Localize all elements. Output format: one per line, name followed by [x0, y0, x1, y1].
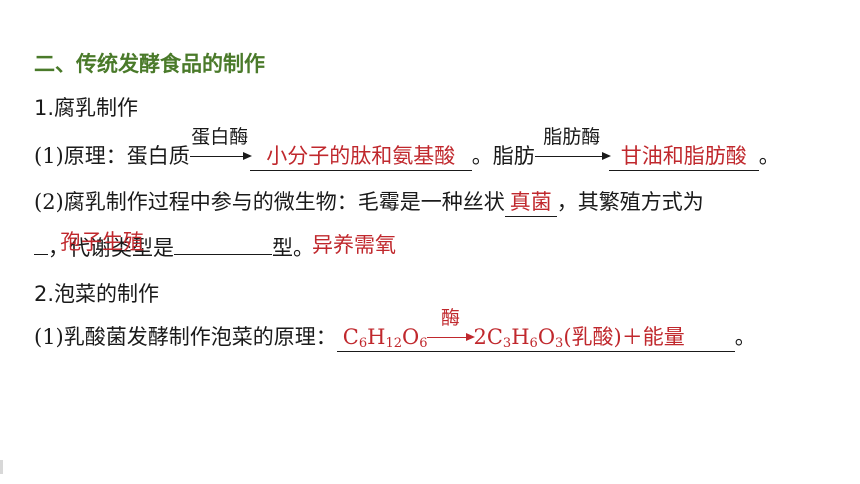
blank-reproduction: [34, 254, 48, 255]
answer-glycerol: 甘油和脂肪酸: [620, 144, 747, 168]
answer-peptides: 小分子的肽和氨基酸: [266, 144, 456, 168]
blank-fungus: 真菌: [504, 186, 557, 217]
answer-metabolism: 异养需氧: [312, 233, 396, 257]
principle-line: (1)原理：蛋白质蛋白酶小分子的肽和氨基酸。脂肪脂肪酶甘油和脂肪酸。: [34, 126, 780, 171]
enzyme-arrow: 酶: [427, 307, 476, 349]
principle-mid: 。脂肪: [471, 144, 535, 168]
principle-prefix: (1)原理：蛋白质: [34, 144, 190, 168]
lipase-label: 脂肪酶: [543, 126, 601, 148]
protease-arrow: 蛋白酶: [189, 126, 252, 168]
protease-label: 蛋白酶: [191, 126, 249, 148]
microbe-suffix: ，其繁殖方式为: [556, 190, 704, 214]
principle-end: 。: [758, 144, 780, 168]
subsection-title-pickles: 2.泡菜的制作: [34, 282, 160, 306]
pickle-prefix: (1)乳酸菌发酵制作泡菜的原理：: [34, 325, 337, 349]
enzyme-label: 酶: [440, 307, 460, 329]
section-title: 二、传统发酵食品的制作: [34, 52, 265, 76]
subsection-title-fermented-tofu: 1.腐乳制作: [34, 96, 139, 120]
blank-peptides: 小分子的肽和氨基酸: [249, 140, 472, 171]
answer-reproduction: 孢子生殖: [60, 230, 144, 254]
metabolism-mid: ，代谢类型是: [48, 236, 174, 260]
blank-glycerol: 甘油和脂肪酸: [608, 140, 759, 171]
corner-mark: [0, 460, 3, 474]
microbe-line: (2)腐乳制作过程中参与的微生物：毛霉是一种丝状真菌，其繁殖方式为: [34, 186, 704, 217]
pickle-end: 。: [734, 325, 756, 349]
metabolism-end: 型。: [272, 236, 314, 260]
metabolism-line: ，代谢类型是 型。: [34, 232, 314, 262]
lipase-arrow: 脂肪酶: [534, 126, 611, 168]
microbe-prefix: (2)腐乳制作过程中参与的微生物：毛霉是一种丝状: [34, 190, 505, 214]
blank-metabolism: [174, 254, 272, 255]
answer-fungus: 真菌: [509, 190, 552, 214]
